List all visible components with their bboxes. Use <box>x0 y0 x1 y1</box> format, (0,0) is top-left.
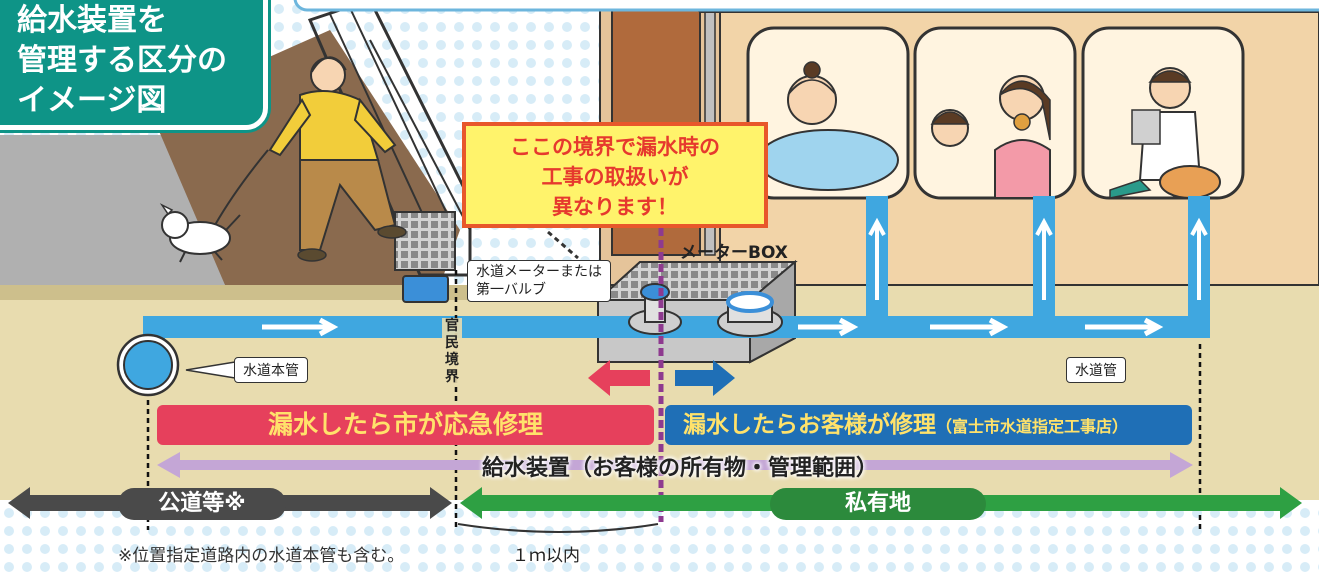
supply-range-arrow <box>157 452 1193 478</box>
title-line-2: 管理する区分の <box>17 43 227 78</box>
boundary-callout: ここの境界で漏水時の 工事の取扱いが 異なります！ <box>462 122 768 228</box>
city-repair-band: 漏水したら市が応急修理 <box>157 405 654 445</box>
customer-repair-text: 漏水したらお客様が修理 <box>683 412 936 438</box>
customer-repair-band: 漏水したらお客様が修理（富士市水道指定工事店） <box>665 405 1192 445</box>
callout-line-2: 工事の取扱いが <box>541 165 689 189</box>
boundary-char-1: 官 <box>445 318 459 334</box>
main-pipe-tag: 水道本管 <box>234 357 308 383</box>
walking-person-icon <box>214 56 407 262</box>
title-line-1: 給水装置を <box>17 3 167 38</box>
callout-line-3: 異なります！ <box>552 195 678 219</box>
boundary-char-2: 民 <box>445 335 459 351</box>
distance-bracket <box>457 523 659 533</box>
left-arrow-icon <box>588 360 650 396</box>
right-arrow-icon <box>675 360 735 396</box>
meter-valve-line-2: 第一バルブ <box>476 282 546 298</box>
title-line-3: イメージ図 <box>17 83 167 118</box>
reading-person-icon <box>1081 26 1245 200</box>
bath-person-icon <box>746 26 910 200</box>
meter-box-label: メーターBOX <box>680 243 788 263</box>
callout-line-1: ここの境界で漏水時の <box>510 135 720 159</box>
public-zone-label: 公道等※ <box>118 488 286 520</box>
ground <box>0 285 1319 500</box>
road <box>0 135 225 285</box>
boundary-char-3: 境 <box>445 352 459 368</box>
water-main-icon <box>116 333 180 397</box>
meter-icon <box>717 291 783 337</box>
diagram-title: 給水装置を 管理する区分の イメージ図 <box>0 0 268 130</box>
distance-label: １ｍ以内 <box>512 546 580 566</box>
meter-valve-icon <box>628 283 682 335</box>
private-zone-label: 私有地 <box>770 488 986 520</box>
service-pipes <box>866 196 1210 324</box>
boundary-char-4: 界 <box>445 369 459 385</box>
meter-valve-tag: 水道メーターまたは 第一バルブ <box>467 260 611 302</box>
customer-repair-note: （富士市水道指定工事店） <box>936 417 1129 436</box>
meter-valve-line-1: 水道メーターまたは <box>476 264 602 280</box>
dog-icon <box>159 203 241 263</box>
boundary-vertical-label: 官 民 境 界 <box>442 318 462 386</box>
footnote: ※位置指定道路内の水道本管も含む。 <box>118 546 405 566</box>
service-pipe-tag: 水道管 <box>1066 357 1126 383</box>
family-donut-icon <box>913 26 1077 200</box>
supply-range-label: 給水装置（お客様の所有物・管理範囲） <box>481 456 878 481</box>
